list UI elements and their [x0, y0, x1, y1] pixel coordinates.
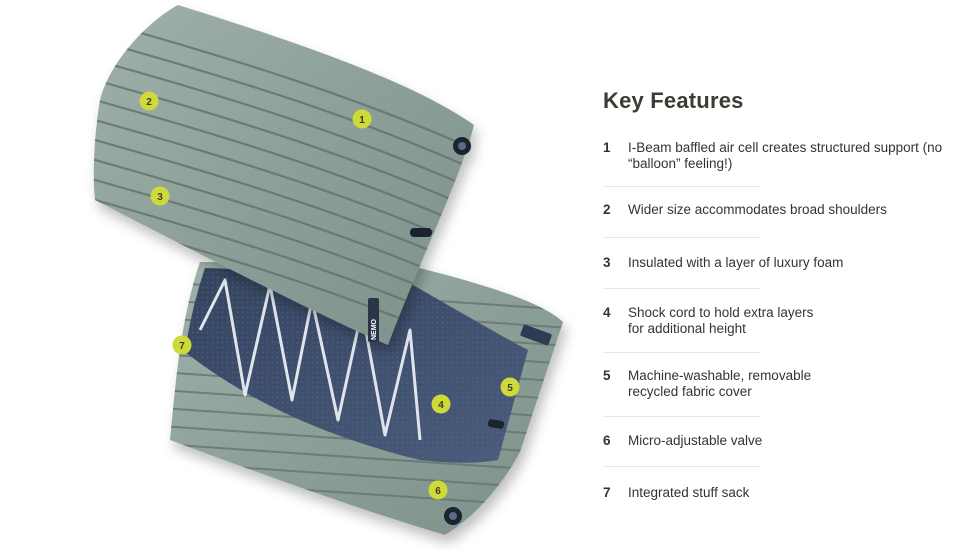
feature-number: 2: [603, 202, 611, 217]
feature-list: 1 I-Beam baffled air cell creates struct…: [603, 140, 963, 501]
feature-number: 6: [603, 433, 611, 448]
feature-number: 1: [603, 140, 611, 155]
divider: [603, 466, 760, 467]
svg-text:3: 3: [157, 192, 163, 203]
svg-text:2: 2: [146, 97, 152, 108]
key-features-heading: Key Features: [603, 88, 744, 113]
feature-item-2: 2 Wider size accommodates broad shoulder…: [603, 202, 963, 218]
divider: [603, 237, 760, 238]
feature-item-3: 3 Insulated with a layer of luxury foam: [603, 255, 963, 271]
divider: [603, 352, 760, 353]
callout-badge-4: 4: [431, 394, 451, 414]
feature-text: I-Beam baffled air cell creates structur…: [628, 140, 943, 171]
feature-text: Shock cord to hold extra layers for addi…: [628, 305, 814, 336]
feature-text: Machine-washable, removable recycled fab…: [628, 368, 812, 399]
feature-item-6: 6 Micro-adjustable valve: [603, 433, 963, 449]
feature-item-7: 7 Integrated stuff sack: [603, 485, 963, 501]
feature-item-1: 1 I-Beam baffled air cell creates struct…: [603, 140, 963, 172]
feature-item-4: 4 Shock cord to hold extra layers for ad…: [603, 305, 963, 337]
feature-item-5: 5 Machine-washable, removable recycled f…: [603, 368, 963, 400]
pillow-product-illustration: NEMO 1 2 3 4 5 6 7: [93, 5, 563, 535]
svg-text:6: 6: [435, 486, 441, 497]
feature-text: Integrated stuff sack: [628, 485, 750, 500]
callout-badge-3: 3: [150, 186, 170, 206]
feature-text: Insulated with a layer of luxury foam: [628, 255, 844, 270]
feature-number: 3: [603, 255, 611, 270]
feature-number: 4: [603, 305, 611, 320]
svg-text:7: 7: [179, 341, 185, 352]
divider: [603, 288, 760, 289]
divider: [603, 416, 760, 417]
key-features-panel: Key Features 1 I-Beam baffled air cell c…: [603, 88, 963, 501]
svg-text:4: 4: [438, 400, 444, 411]
callout-badge-2: 2: [139, 91, 159, 111]
brand-label: NEMO: [371, 318, 378, 340]
brand-tag: [368, 298, 379, 342]
callout-badge-1: 1: [352, 109, 372, 129]
feature-number: 7: [603, 485, 611, 500]
feature-text: Wider size accommodates broad shoulders: [628, 202, 887, 217]
svg-text:5: 5: [507, 383, 513, 394]
callout-badge-6: 6: [428, 480, 448, 500]
svg-text:1: 1: [359, 115, 365, 126]
feature-text: Micro-adjustable valve: [628, 433, 763, 448]
divider: [603, 186, 760, 187]
callout-badge-7: 7: [172, 335, 192, 355]
callout-badge-5: 5: [500, 377, 520, 397]
feature-number: 5: [603, 368, 611, 383]
